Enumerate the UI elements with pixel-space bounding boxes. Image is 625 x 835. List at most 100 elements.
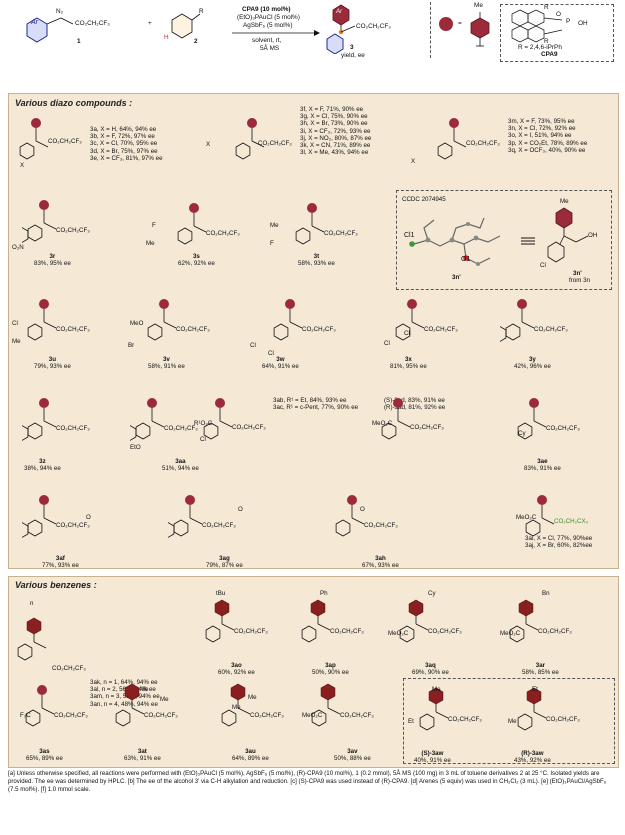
compound-3as-structure-aryl-ball <box>37 685 47 695</box>
crystal-structure-image <box>409 217 501 266</box>
ar-label-product: Ar <box>336 9 342 15</box>
compound-3au-ester: CO₂CH₂CF₃ <box>250 712 284 719</box>
compound-3t-sub-me-0: Me <box>270 222 279 229</box>
group-3ad: (S)-3ad, 83%, 91% ee(R)-3ad, 81%, 92% ee <box>384 397 446 412</box>
cpa-r-top: R <box>544 4 549 11</box>
cpa-r-def: R = 2,4,6-iPrPh <box>518 44 562 51</box>
scaffold-3ai-ring-0 <box>525 519 541 537</box>
compound-3ao-structure-aryl-ring <box>214 599 230 617</box>
compound-3t-structure-ring-0 <box>295 227 311 245</box>
scaffold-3f-aryl-ball <box>247 118 257 128</box>
scaffold-3ad-aryl-ball <box>393 398 403 408</box>
compound-3aa-structure <box>130 398 165 441</box>
scaffold-3f-ring-0 <box>235 142 251 160</box>
compound-3z-structure-ring-0 <box>27 422 43 440</box>
compound-3z-structure-aryl-ball <box>39 398 49 408</box>
compound-3s-ester: CO₂CH₂CF₃ <box>206 230 240 237</box>
compound-3ap-structure-ring-0 <box>301 625 317 643</box>
compound-3ap-caption-result: 50%, 90% ee <box>312 669 349 677</box>
h-label: H <box>164 34 169 41</box>
ester-3m: CO₂CH₂CF₃ <box>466 140 500 147</box>
compound-3u-ester: CO₂CH₂CF₃ <box>56 326 90 333</box>
compound-3au-sub-me-0: Me <box>232 704 241 711</box>
compound-s3aw-caption-id: (S)-3aw <box>421 750 444 757</box>
alcohol-label: 3n' <box>573 270 582 277</box>
alcohol-3n-prime <box>547 207 589 263</box>
compound-3x-sub-cl-0: Cl <box>384 340 390 347</box>
compound-3aq-caption-id: 3aq <box>425 662 436 669</box>
compound-3aa-structure-ring-0 <box>135 422 151 440</box>
compound-3r-structure-aryl-ball <box>39 200 49 210</box>
compound-3aa-structure-aryl-ball <box>147 398 157 408</box>
product-3 <box>326 4 356 54</box>
r-label: R <box>199 8 204 15</box>
compound-3as-structure-ring-0 <box>25 709 41 727</box>
compound-3ag-structure-ring-0 <box>173 519 189 537</box>
footnote: [a] Unless otherwise specified, all reac… <box>8 770 607 793</box>
diazo-substrate-1 <box>26 17 74 43</box>
compound-3aq-ester: CO₂CH₂CF₃ <box>428 628 462 635</box>
compound-3au-structure-aryl-ring <box>230 683 246 701</box>
compound-3s-caption-id: 3s <box>192 253 200 260</box>
compound-3ae-caption-id: 3ae <box>537 458 548 465</box>
compound-3z-ester: CO₂CH₂CF₃ <box>56 425 90 432</box>
compound-3ae-ester: CO₂CH₂CF₃ <box>546 425 580 432</box>
compound-3aa-sub-eto-0: EtO <box>130 444 141 451</box>
scaffold-3ak-ring-0 <box>17 643 33 661</box>
ccdc-number: CCDC 2074945 <box>402 196 446 203</box>
equivalence-sign <box>521 237 535 245</box>
compound-s3aw-ester: CO₂CH₂CF₃ <box>448 716 482 723</box>
compound-3au-caption-id: 3au <box>245 748 256 755</box>
compound-3ae-structure-aryl-ball <box>529 398 539 408</box>
compound-r3aw-structure <box>517 687 547 731</box>
compound-3ar-caption-id: 3ar <box>535 662 546 669</box>
compound-3u-structure-aryl-ball <box>39 299 49 309</box>
compound-3t-sub-f-1: F <box>270 240 274 247</box>
compound-3w-ester: CO₂CH₂CF₃ <box>302 326 336 333</box>
compound-3ar-caption-result: 58%, 85% ee <box>522 669 559 677</box>
cond-ms: 5Å MS <box>260 45 280 52</box>
cpa-r-bottom: R <box>544 38 549 45</box>
scaffold-3ad-ring-0 <box>381 422 397 440</box>
oh-on-3n: OH <box>588 232 598 239</box>
compound-3ag-structure-ring-1 <box>168 522 175 538</box>
ester-3a: CO₂CH₂CF₃ <box>48 138 82 145</box>
compound-3y-structure-aryl-ball <box>517 299 527 309</box>
compound-3v-structure <box>147 299 177 341</box>
compound-3z-structure-ring-1 <box>22 425 29 441</box>
compound-3u-structure <box>27 299 57 341</box>
compound-3ah-structure <box>335 495 365 537</box>
scaffold-3m-aryl-ball <box>449 118 459 128</box>
compound-3ag-structure <box>168 495 203 538</box>
scaffold-3a-aryl-ball <box>31 118 41 128</box>
compound-3aq-sub-cy-0: Cy <box>428 590 436 597</box>
header-divider <box>430 2 431 58</box>
compound-3av-caption-result: 50%, 88% ee <box>334 755 371 763</box>
compound-s3aw-sub-me-0: Me <box>432 686 441 693</box>
crystal-compound-label: 3n' <box>452 274 461 281</box>
ester-3ad: CO₂CH₂CF₃ <box>410 424 444 431</box>
compound-3y-structure <box>500 299 535 342</box>
compound-3as-ester: CO₂CH₂CF₃ <box>54 712 88 719</box>
compound-r3aw-caption-result: 43%, 92% ee <box>514 757 551 765</box>
compound-3av-sub-meo2c-0: MeO₂C <box>302 712 323 719</box>
scaffold-3ai <box>525 495 555 537</box>
cl-on-3n: Cl <box>540 262 546 269</box>
alcohol-from: from 3n <box>569 277 590 284</box>
compound-3ag-caption-id: 3ag <box>219 555 230 562</box>
compound-3r-ester: CO₂CH₂CF₃ <box>56 227 90 234</box>
compound-3at-caption-result: 63%, 91% ee <box>124 755 161 763</box>
compound-3x-sub-cl2-1: Cl <box>404 330 410 337</box>
compound-3at-ester: CO₂CH₂CF₃ <box>144 712 178 719</box>
scaffold-3ad <box>381 398 411 440</box>
compound-3x-structure <box>395 299 425 341</box>
